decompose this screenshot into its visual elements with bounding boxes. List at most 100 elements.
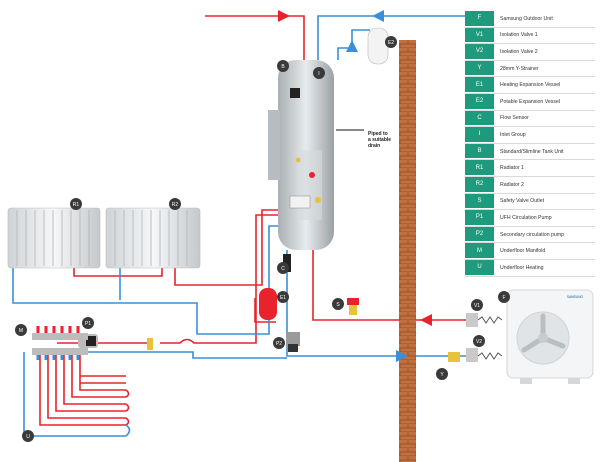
safety-valve [347, 298, 359, 315]
svg-text:V1: V1 [474, 303, 480, 309]
legend-key: S [465, 193, 494, 210]
legend-label: Inlet Group [500, 131, 526, 138]
badge-e1: E1 [277, 291, 289, 303]
return-arrow-top [372, 10, 384, 22]
legend-label: Isolation Valve 2 [500, 48, 538, 55]
legend-row: M Underfloor Manifold [465, 243, 595, 260]
cylinder-tank [268, 60, 334, 250]
samsung-outdoor-unit [506, 289, 594, 384]
legend-row: C Flow Sensor [465, 110, 595, 128]
badge-r2: R2 [169, 198, 181, 210]
radiator-2 [105, 207, 201, 269]
svg-text:B: B [281, 64, 285, 70]
legend-label: Potable Expansion Vessel [500, 98, 560, 105]
legend-label: Standard/Slimline Tank Unit [500, 148, 564, 155]
legend-row: I Inlet Group [465, 127, 595, 144]
legend-label: Underfloor Manifold [500, 248, 546, 255]
label-badges: B I E2 R1 R2 C E1 S P2 P1 M U F V1 V2 Y [15, 36, 510, 442]
flow-sensor [283, 254, 291, 272]
badge-c: C [277, 262, 289, 274]
svg-text:I: I [318, 71, 319, 77]
potable-expansion-vessel [367, 27, 389, 65]
legend-key: U [465, 259, 494, 276]
drain-note: Piped to a suitable drain [368, 131, 408, 149]
legend-label: Isolation Valve 1 [500, 32, 538, 39]
svg-text:V2: V2 [476, 339, 482, 345]
return-arrow-up [346, 40, 358, 52]
drain-note-line-1: Piped to [368, 131, 388, 137]
legend-label: UFH Circulation Pump [500, 214, 552, 221]
legend-row: E1 Heating Expansion Vessel [465, 77, 595, 94]
svg-text:Y: Y [440, 372, 444, 378]
badge-v1: V1 [471, 299, 483, 311]
heating-expansion-vessel [259, 288, 277, 320]
legend-label: Secondary circulation pump [500, 231, 565, 238]
legend-key: Y [465, 60, 494, 77]
legend-row: P2 Secondary circulation pump [465, 226, 595, 244]
radiator-1 [7, 207, 101, 269]
legend-key: C [465, 110, 494, 127]
inline-valve [147, 338, 153, 350]
legend-row: B Standard/Slimline Tank Unit [465, 143, 595, 161]
legend-row: V1 Isolation Valve 1 [465, 27, 595, 45]
legend-label: Samsung Outdoor Unit [500, 15, 553, 22]
legend-row: U Underfloor Heating [465, 259, 595, 277]
flow-arrow-outdoor [420, 314, 432, 326]
underfloor-manifold [32, 326, 88, 360]
isolation-valve-1 [466, 313, 478, 327]
drain-note-line-3: drain [368, 143, 381, 149]
legend-label: Safety Valve Outlet [500, 198, 545, 205]
legend-label: Flow Sensor [500, 115, 529, 122]
badge-s: S [332, 298, 344, 310]
legend-key: P2 [465, 226, 494, 243]
legend-key: B [465, 143, 494, 160]
legend-row: Y 28mm Y-Strainer [465, 60, 595, 78]
svg-text:C: C [281, 266, 285, 272]
badge-r1: R1 [70, 198, 82, 210]
legend-key: E1 [465, 77, 494, 93]
badge-e2: E2 [385, 36, 397, 48]
outdoor-unit-brand: SAMSUNG [567, 295, 584, 299]
legend-key: V1 [465, 27, 494, 44]
svg-text:S: S [336, 302, 340, 308]
legend-label: 28mm Y-Strainer [500, 65, 539, 72]
legend-row: S Safety Valve Outlet [465, 193, 595, 211]
badge-p2: P2 [273, 337, 285, 349]
return-arrow-outdoor [396, 350, 408, 362]
badge-m: M [15, 324, 27, 336]
legend-key: I [465, 127, 494, 143]
drain-note-line-2: a suitable [368, 137, 392, 143]
legend-row: R1 Radiator 1 [465, 160, 595, 177]
brick-wall [399, 40, 416, 462]
flow-pipes [39, 15, 472, 426]
badge-v2: V2 [473, 335, 485, 347]
svg-text:M: M [19, 328, 23, 334]
svg-text:P1: P1 [85, 321, 91, 327]
legend-key: R2 [465, 176, 494, 193]
legend-label: Heating Expansion Vessel [500, 82, 561, 89]
legend-label: Underfloor Heating [500, 264, 544, 271]
badge-b: B [277, 60, 289, 72]
legend-key: V2 [465, 44, 494, 60]
legend-key: E2 [465, 93, 494, 110]
badge-i: I [313, 67, 325, 79]
badge-p1: P1 [82, 317, 94, 329]
flow-arrow-top [278, 10, 290, 22]
svg-text:F: F [502, 295, 505, 301]
svg-text:P2: P2 [276, 341, 282, 347]
badge-u: U [22, 430, 34, 442]
legend-row: E2 Potable Expansion Vessel [465, 93, 595, 111]
legend-key: M [465, 243, 494, 259]
badge-f: F [498, 291, 510, 303]
svg-text:R1: R1 [73, 202, 80, 208]
legend-label: Radiator 1 [500, 165, 524, 172]
flexible-hose-return [477, 352, 503, 360]
legend-key: R1 [465, 160, 494, 176]
svg-text:U: U [26, 434, 30, 440]
secondary-circulation-pump [286, 332, 300, 352]
badge-y: Y [436, 368, 448, 380]
